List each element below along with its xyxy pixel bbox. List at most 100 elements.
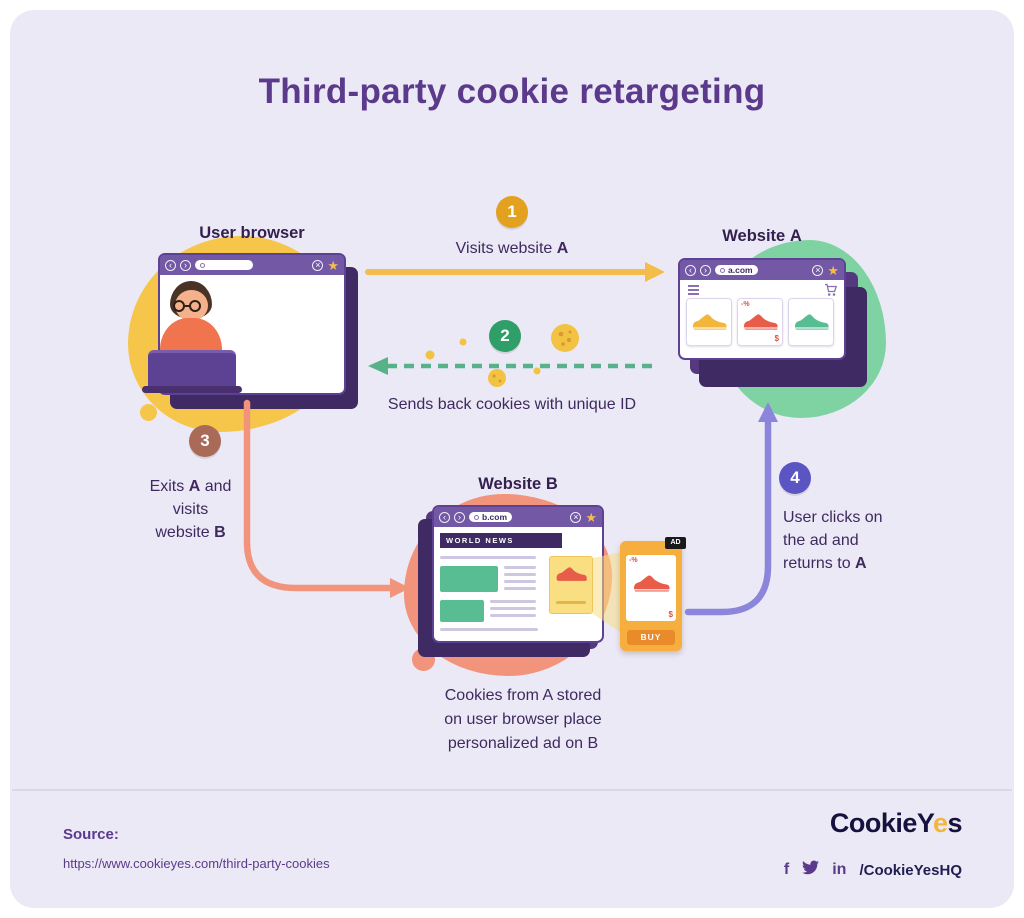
close-icon: × [312,259,324,271]
cart-icon [824,283,838,302]
search-icon [200,262,205,268]
buy-button: BUY [627,630,675,645]
step-3-text-part: and [200,478,232,495]
website-b-label-bold: B [545,475,558,493]
step-4-line-2: the ad and [783,532,859,549]
ad-slot [549,556,593,614]
step-3-line-3: website B [118,521,263,544]
user-illustration [140,278,250,396]
user-browser-label: User browser [199,224,305,242]
step-3-text-part: website [155,524,215,541]
discount-badge: -% [741,301,750,308]
product-card [788,298,834,346]
text-line [440,556,536,559]
website-b-caption: Cookies from A stored on user browser pl… [373,684,673,756]
step-3-text-part: Exits [149,478,189,495]
star-icon: ★ [827,262,839,278]
logo-text: Cookie [829,808,918,838]
step-3-text-bold: B [214,524,226,541]
image-block [440,600,484,622]
logo-text: s [947,808,962,838]
social-links: f in /CookieYesHQ [784,860,962,880]
back-icon: ‹ [165,259,176,271]
step-1-marker: 1 [496,196,528,228]
step-3-text-bold: A [188,478,201,495]
star-icon: ★ [585,509,597,525]
price-badge: $ [668,610,673,619]
news-header: WORLD NEWS [440,533,562,548]
footer-divider [12,789,1012,791]
step-2-marker: 2 [489,320,521,352]
step-3-marker: 3 [189,425,221,457]
website-b-label: Website B [432,475,604,494]
step-2-text: Sends back cookies with unique ID [387,396,637,413]
browser-chrome: ‹ › a.com × ★ [680,260,844,280]
source-url-link[interactable]: https://www.cookieyes.com/third-party-co… [63,856,330,871]
source-label: Source: [63,826,119,843]
url-text: b.com [482,511,508,522]
close-icon: × [812,264,824,276]
menu-icon [688,285,699,297]
facebook-icon[interactable]: f [783,861,790,878]
star-icon: ★ [327,257,339,273]
product-card [686,298,732,346]
logo-accent: e [932,808,948,838]
back-icon: ‹ [439,511,450,523]
forward-icon: › [180,259,191,271]
website-a-label: Website A [678,227,846,246]
website-a-label-text: Website [722,227,790,245]
website-b-label-text: Website [478,475,546,493]
step-4-text: User clicks on the ad and returns to A [783,506,918,575]
caption-line-2: on user browser place [444,711,602,728]
step-1-text-part: Visits website [455,240,557,257]
url-bar: b.com [469,511,513,522]
laptop-icon [148,350,236,388]
laptop-base [142,386,242,393]
product-card: -% $ [737,298,783,346]
linkedin-icon[interactable]: in [832,861,847,878]
step-3-line-1: Exits A and [118,475,263,498]
search-icon [474,514,479,520]
back-icon: ‹ [685,264,696,276]
step-4-marker: 4 [779,462,811,494]
step-4-line-3: returns to A [783,552,918,575]
ad-badge: AD [665,537,686,549]
ad-card-inner: -% $ [626,555,676,621]
image-block [440,566,498,592]
step-4-text-part: returns to [783,555,856,572]
text-line [490,600,536,603]
text-line [440,628,538,631]
twitter-icon[interactable] [802,860,820,880]
text-line [504,573,536,576]
price-badge: $ [774,334,779,343]
url-text: a.com [728,264,753,275]
social-handle[interactable]: /CookieYesHQ [859,861,962,879]
step-4-line-1: User clicks on [783,509,883,526]
text-line [504,566,536,569]
caption-line-3: personalized ad on B [447,735,599,752]
website-a-label-bold: A [789,227,802,245]
cookieyes-logo: CookieYes [829,808,963,839]
url-bar [195,260,253,270]
step-3-text: Exits A and visits website B [118,475,263,544]
forward-icon: › [454,511,465,523]
text-line [504,587,536,590]
close-icon: × [570,511,582,523]
browser-chrome: ‹ › × ★ [160,255,344,275]
step-4-text-bold: A [855,555,867,572]
ad-text-line [556,601,586,604]
url-bar: a.com [715,265,758,275]
step-1-text-bold: A [556,240,569,257]
page-title: Third-party cookie retargeting [258,72,766,111]
search-icon [720,267,725,273]
caption-line-1: Cookies from A stored [444,687,602,704]
browser-chrome: ‹ › b.com × ★ [434,507,602,527]
step-1-text: Visits website A [362,237,662,260]
logo-text: Y [916,808,934,838]
step-3-line-2: visits [172,501,209,518]
forward-icon: › [700,264,711,276]
text-line [490,607,536,610]
yellow-dot [140,404,157,421]
discount-badge: -% [629,557,638,564]
